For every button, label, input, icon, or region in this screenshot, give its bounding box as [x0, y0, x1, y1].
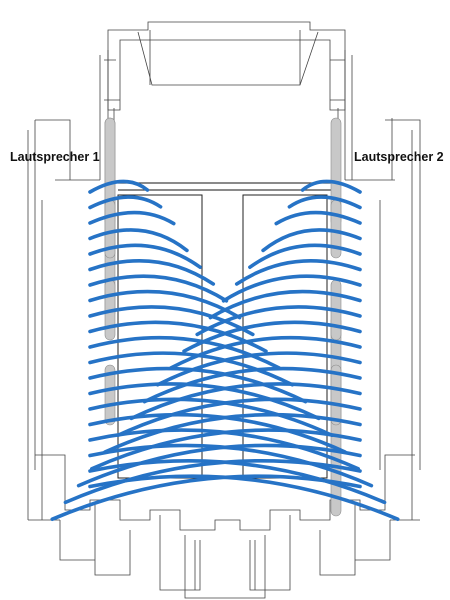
sound-wave-arc [88, 243, 202, 269]
sound-wave-arc [88, 397, 334, 437]
apse-outline [107, 21, 346, 111]
sound-waves-right [50, 179, 362, 521]
sound-waves-left [88, 179, 400, 521]
sound-wave-arc [116, 397, 362, 437]
speaker-columns [104, 117, 342, 517]
speaker-label-right: Lautsprecher 2 [354, 150, 444, 164]
entrance-outline [35, 454, 415, 531]
sound-wave-arc [287, 195, 362, 210]
speaker-column [104, 364, 116, 426]
speaker-label-left: Lautsprecher 1 [10, 150, 100, 164]
sound-wave-arc [88, 274, 229, 303]
sound-wave-arc [63, 459, 362, 505]
left-wall [27, 119, 71, 520]
apse-inner [137, 31, 319, 86]
sound-wave-arc [88, 474, 400, 521]
sound-wave-arc [274, 210, 362, 226]
speaker-column [330, 364, 342, 426]
sound-wave-arc [234, 259, 362, 286]
sound-wave-arc [195, 305, 362, 337]
sound-wave-arc [88, 228, 189, 253]
rear-bar [118, 182, 332, 191]
sound-wave-arc [155, 351, 362, 387]
sound-wave-arc [261, 228, 362, 253]
sound-wave-arc [50, 474, 362, 521]
sound-wave-arc [88, 335, 281, 370]
sound-wave-arc [88, 179, 150, 194]
sound-wave-arc [169, 335, 362, 370]
sound-wave-arc [208, 289, 362, 320]
sound-wave-arc [221, 274, 362, 303]
sound-wave-arc [88, 459, 387, 505]
sound-wave-arc [182, 320, 362, 353]
sound-wave-arc [300, 179, 362, 194]
sound-wave-arc [248, 243, 362, 269]
sound-wave-arc [88, 351, 295, 387]
sound-wave-arc [76, 443, 362, 488]
sound-wave-arc [90, 428, 362, 471]
sound-wave-arc [142, 366, 362, 404]
sound-wave-arc [129, 382, 362, 421]
sound-wave-arc [88, 259, 216, 286]
sound-wave-arc [88, 382, 321, 421]
sound-wave-arc [103, 412, 362, 454]
sound-wave-arc [88, 366, 308, 404]
sound-wave-arc [88, 210, 176, 226]
right-wall [379, 118, 421, 520]
sound-wave-arc [88, 195, 163, 210]
sound-wave-arc [88, 305, 255, 337]
